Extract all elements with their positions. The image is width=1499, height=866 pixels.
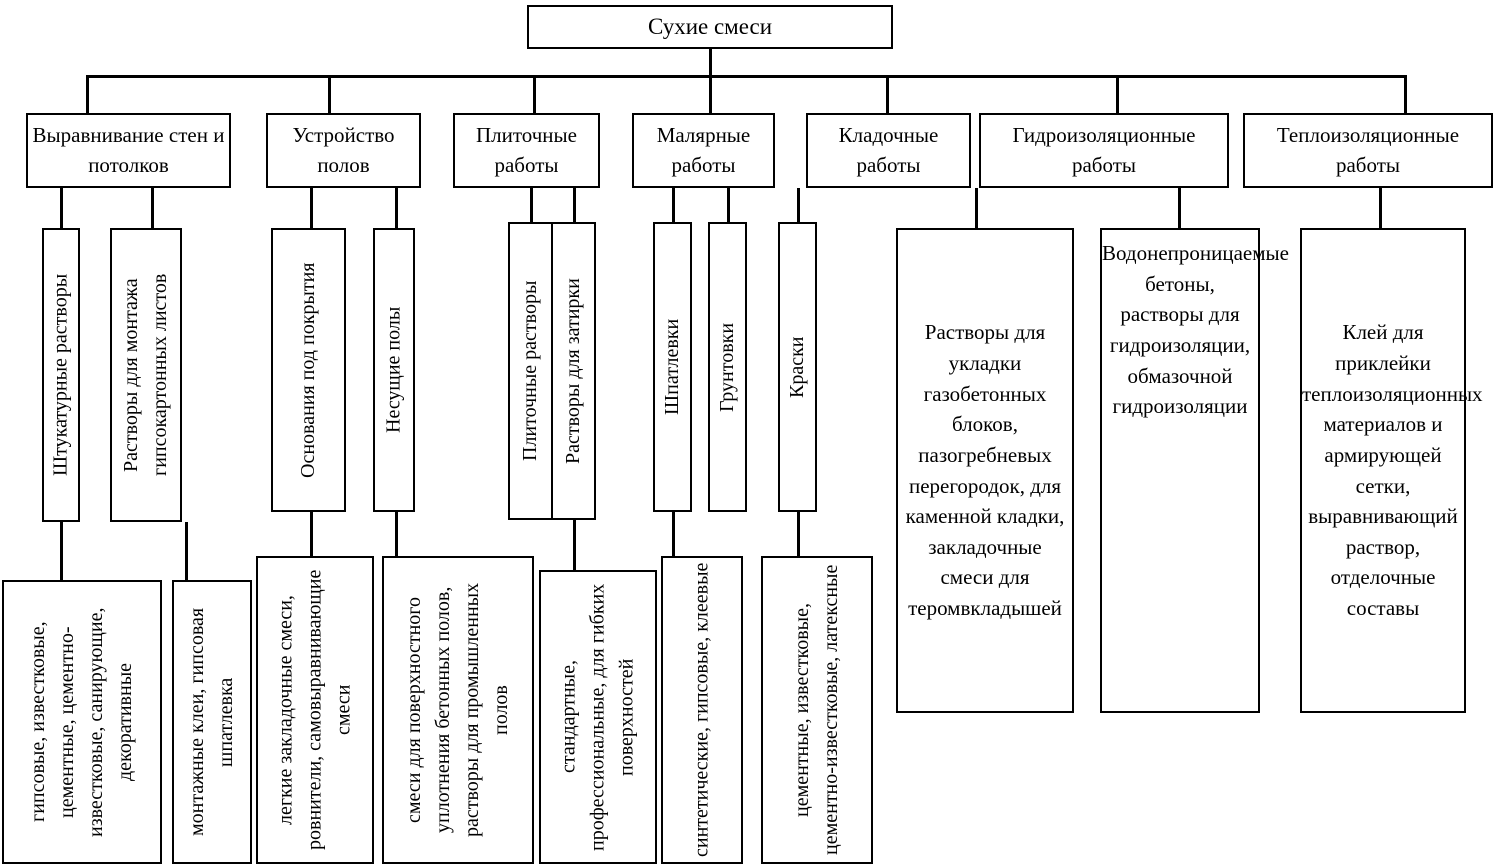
detail-label: монтажные клеи, гипсовая шпатлевка: [186, 607, 237, 837]
detail-label: стандартные, профессиональные, для гибки…: [557, 583, 638, 851]
connector-cat1-to-gypsum: [151, 188, 154, 228]
category-node-flooring[interactable]: Устройство полов: [266, 113, 421, 188]
detail-label: синтетические, гипсовые, клеевые: [690, 562, 713, 858]
detail-label: Растворы для укладки газобетонных блоков…: [905, 320, 1065, 621]
category-label: Кладочные работы: [838, 122, 939, 177]
detail-label: Водонепроницаемые бетоны, растворы для г…: [1102, 241, 1289, 419]
detail-node-mounting-adhesives[interactable]: монтажные клеи, гипсовая шпатлевка: [172, 580, 252, 864]
connector-cat4-to-putty: [672, 188, 675, 222]
connector-main-bus: [86, 75, 1406, 78]
connector-bus-to-cat-3: [533, 75, 536, 113]
detail-node-industrial-floor-mixes[interactable]: смеси для поверхностного уплотнения бето…: [382, 556, 534, 864]
subtype-node-putties[interactable]: Шпатлевки: [653, 222, 692, 512]
connector-cat3-to-grout: [573, 188, 576, 222]
subtype-label: Основания под покрытия: [297, 262, 319, 478]
subtype-node-tile-mortars[interactable]: Плиточные растворы: [508, 222, 553, 520]
subtype-label: Несущие полы: [382, 306, 405, 434]
detail-node-putty-kinds[interactable]: синтетические, гипсовые, клеевые: [661, 556, 743, 864]
subtype-label: Растворы для монтажа гипсокартонных лист…: [120, 273, 171, 477]
category-node-thermal-insulation[interactable]: Теплоизоляционные работы: [1243, 113, 1493, 188]
connector-bus-to-cat-2: [328, 75, 331, 113]
category-node-tiling[interactable]: Плиточные работы: [453, 113, 600, 188]
connector-grout-to-kinds: [573, 520, 576, 570]
detail-node-paint-kinds[interactable]: цементные, известковые, цементно-известк…: [761, 556, 873, 864]
detail-label: легкие закладочные смеси, ровнители, сам…: [274, 569, 355, 851]
connector-cat2-to-floors: [395, 188, 398, 228]
connector-bus-to-cat-1: [86, 75, 89, 113]
detail-node-thermal-insulation-adhesives[interactable]: Клей для приклейки теплоизоляционных мат…: [1300, 228, 1483, 713]
subtype-label: Растворы для затирки: [562, 278, 584, 464]
connector-cat4-to-paint: [797, 188, 800, 222]
detail-label: цементные, известковые, цементно-известк…: [791, 564, 842, 856]
connector-bus-to-cat-6: [1116, 75, 1119, 113]
category-label: Устройство полов: [292, 122, 395, 177]
connector-floors-to-mixes: [395, 512, 398, 580]
category-node-masonry[interactable]: Кладочные работы: [806, 113, 971, 188]
detail-node-floor-base-mixes[interactable]: легкие закладочные смеси, ровнители, сам…: [256, 556, 374, 864]
detail-label: смеси для поверхностного уплотнения бето…: [403, 582, 512, 838]
subtype-node-grout-mortars[interactable]: Растворы для затирки: [551, 222, 596, 520]
detail-node-plaster-kinds[interactable]: гипсовые, известковые, цементные, цемент…: [2, 580, 162, 864]
category-node-painting[interactable]: Малярные работы: [632, 113, 775, 188]
connector-cat6-to-mortars: [1178, 188, 1181, 228]
category-label: Малярные работы: [656, 122, 751, 177]
subtype-label: Плиточные растворы: [519, 280, 541, 462]
connector-bus-to-cat-7: [1404, 75, 1407, 113]
root-label: Сухие смеси: [647, 13, 773, 39]
subtype-node-load-bearing-floors[interactable]: Несущие полы: [373, 228, 415, 512]
detail-label: гипсовые, известковые, цементные, цемент…: [27, 607, 136, 837]
category-label: Выравнивание стен и потолков: [32, 122, 225, 177]
connector-bases-to-mixes: [310, 512, 313, 580]
subtype-node-paints[interactable]: Краски: [778, 222, 817, 512]
category-label: Теплоизоляционные работы: [1276, 122, 1460, 177]
subtype-node-primers[interactable]: Грунтовки: [708, 222, 747, 512]
detail-node-waterproofing-mortars[interactable]: Водонепроницаемые бетоны, растворы для г…: [1100, 228, 1289, 713]
subtype-node-plaster-mortars[interactable]: Штукатурные растворы: [42, 228, 80, 522]
connector-root-stem: [709, 49, 712, 77]
connector-putty-to-kinds: [672, 512, 675, 570]
subtype-label: Грунтовки: [716, 322, 738, 412]
connector-cat1-to-plaster: [60, 188, 63, 228]
connector-cat3-to-tile: [530, 188, 533, 222]
connector-plaster-to-kinds: [60, 522, 63, 580]
connector-paint-to-kinds: [797, 512, 800, 570]
root-node[interactable]: Сухие смеси: [527, 5, 893, 49]
subtype-node-bases-under-coverings[interactable]: Основания под покрытия: [271, 228, 346, 512]
subtype-node-gypsum-board-mortars[interactable]: Растворы для монтажа гипсокартонных лист…: [110, 228, 182, 522]
detail-node-grout-kinds[interactable]: стандартные, профессиональные, для гибки…: [539, 570, 657, 864]
category-node-waterproofing[interactable]: Гидроизоляционные работы: [979, 113, 1229, 188]
connector-bus-to-cat-4: [709, 75, 712, 113]
connector-cat7-to-adhesives: [1379, 188, 1382, 228]
subtype-label: Краски: [786, 336, 808, 398]
connector-bus-to-cat-5: [886, 75, 889, 113]
detail-node-masonry-mortars[interactable]: Растворы для укладки газобетонных блоков…: [896, 228, 1074, 713]
category-label: Гидроизоляционные работы: [1012, 122, 1196, 177]
connector-gypsum-to-adhesives: [185, 522, 188, 580]
connector-cat5-to-mortars: [975, 188, 978, 228]
subtype-label: Шпатлевки: [661, 318, 683, 416]
category-label: Плиточные работы: [476, 122, 577, 177]
connector-cat2-to-bases: [310, 188, 313, 228]
connector-cat4-to-primer: [727, 188, 730, 222]
detail-label: Клей для приклейки теплоизоляционных мат…: [1302, 320, 1483, 621]
category-node-alignment[interactable]: Выравнивание стен и потолков: [26, 113, 231, 188]
subtype-label: Штукатурные растворы: [49, 273, 72, 477]
